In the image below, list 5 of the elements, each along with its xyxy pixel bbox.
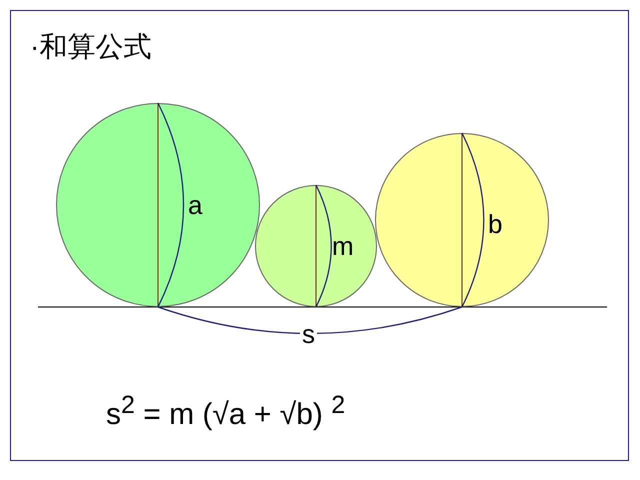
diameter-label: b [488,211,502,237]
diameter-label: a [188,192,202,218]
diameter-label: m [332,233,354,259]
slide-title: ·和算公式 [30,30,152,64]
formula-text: s$^{2}$ = m (√a + √b) $^{2}$ [105,390,346,432]
